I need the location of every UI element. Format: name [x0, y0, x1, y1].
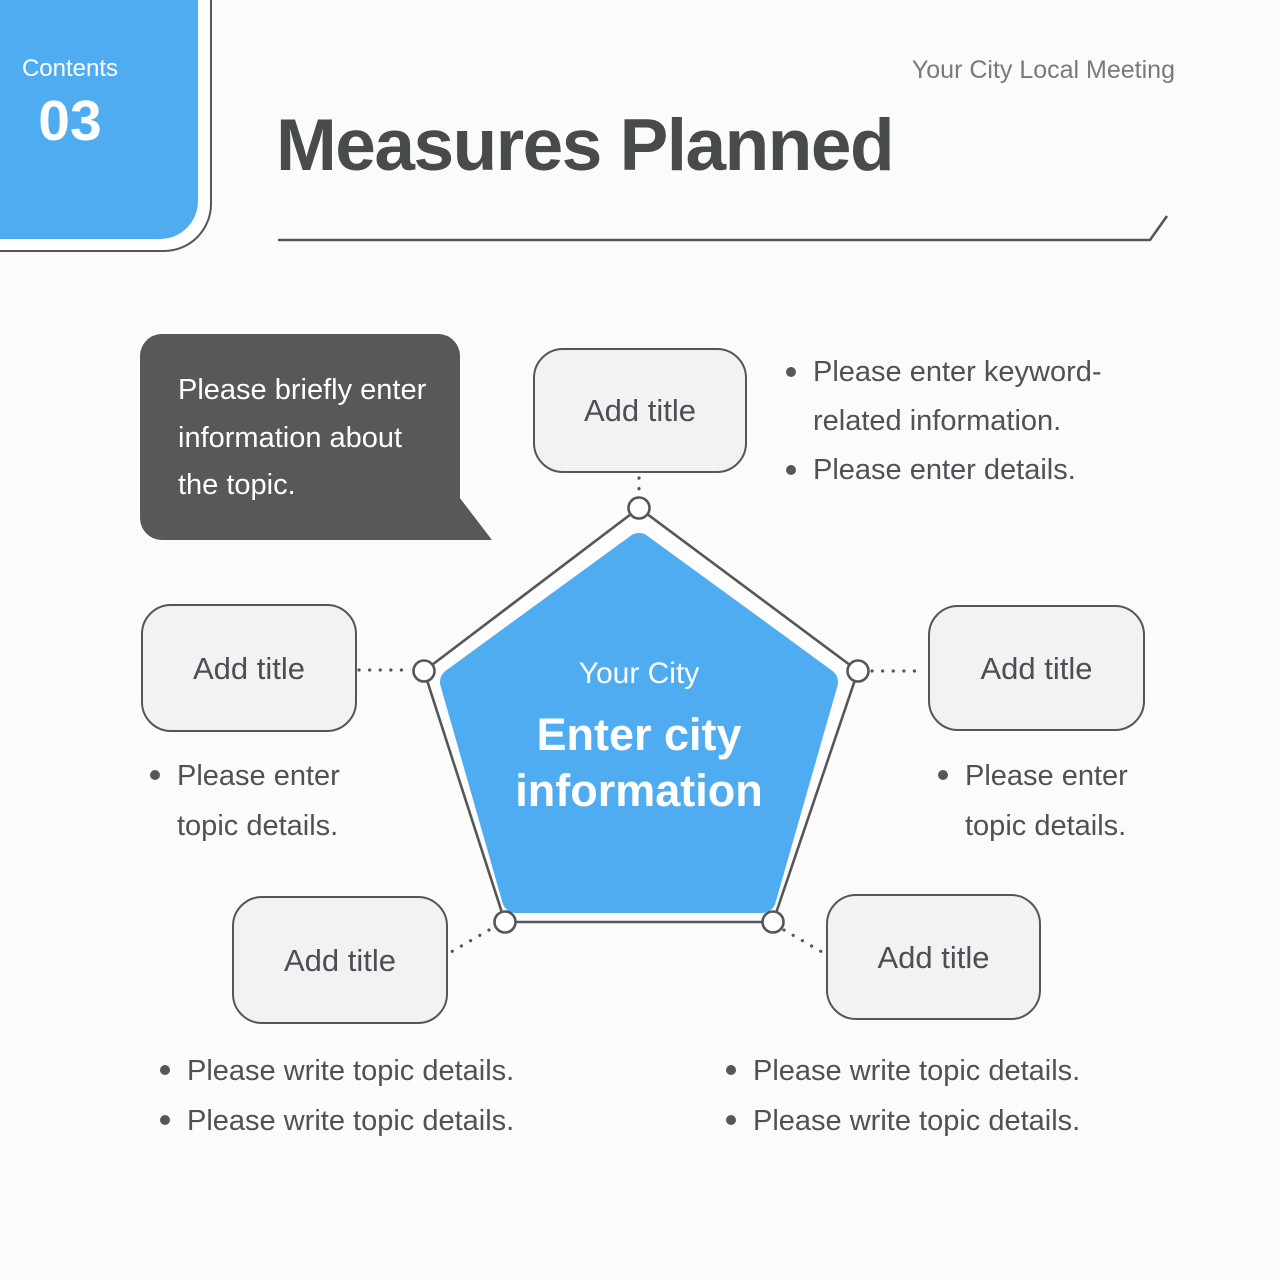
bullet-text: Please enter details.	[813, 454, 1076, 486]
vertex-dot-right	[846, 659, 870, 683]
bullet-item: Please write topic details.	[160, 1096, 607, 1146]
bullet-dot	[150, 770, 160, 780]
connector-bottom-left	[449, 928, 491, 954]
bullet-text: Please write topic details.	[753, 1105, 1081, 1137]
bullet-dot	[786, 465, 796, 475]
bullet-item: Please enter topic details.	[938, 751, 1155, 851]
title-underline	[278, 215, 1169, 242]
vertex-dot-top	[627, 496, 651, 520]
bullet-item: Please write topic details.	[726, 1096, 1173, 1146]
node-box-top: Add title	[533, 348, 747, 473]
bullet-dot	[726, 1065, 736, 1075]
bullet-dot	[726, 1115, 736, 1125]
vertex-dot-bottom-left	[493, 910, 517, 934]
bullet-dot	[160, 1115, 170, 1125]
bullet-list-right: Please enter topic details.	[938, 751, 1155, 851]
connector-bottom-right	[782, 928, 824, 954]
contents-badge: Contents 03	[0, 0, 198, 239]
page-title: Measures Planned	[276, 105, 895, 186]
bullet-text: Please enter keyword-related information…	[813, 356, 1102, 437]
node-box-right: Add title	[928, 605, 1145, 731]
speech-bubble: Please briefly enter information about t…	[140, 334, 460, 540]
bullet-dot	[160, 1065, 170, 1075]
bullet-item: Please write topic details.	[726, 1046, 1173, 1096]
contents-badge-number: 03	[38, 89, 102, 153]
bullet-item: Please write topic details.	[160, 1046, 607, 1096]
bullet-list-bottom-left: Please write topic details. Please write…	[160, 1046, 607, 1146]
node-title: Add title	[192, 650, 305, 686]
bullet-text: Please write topic details.	[187, 1055, 515, 1087]
bullet-list-top-right: Please enter keyword-related information…	[786, 348, 1148, 495]
vertex-dot-left	[412, 659, 436, 683]
node-box-bottom-right: Add title	[826, 894, 1041, 1020]
bullet-dot	[786, 367, 796, 377]
node-box-bottom-left: Add title	[232, 896, 448, 1024]
speech-bubble-text: Please briefly enter information about t…	[178, 374, 427, 501]
bullet-list-bottom-right: Please write topic details. Please write…	[726, 1046, 1173, 1146]
node-title: Add title	[877, 939, 990, 975]
node-box-left: Add title	[141, 604, 357, 732]
pentagon-shape	[440, 533, 838, 913]
node-title: Add title	[283, 942, 396, 978]
slide-meta-text: Your City Local Meeting	[911, 56, 1175, 84]
bullet-dot	[938, 770, 948, 780]
contents-badge-label: Contents	[21, 55, 119, 82]
bullet-text: Please enter topic details.	[965, 760, 1128, 842]
node-title: Add title	[583, 393, 696, 428]
bullet-text: Please enter topic details.	[177, 760, 340, 842]
bullet-text: Please write topic details.	[187, 1105, 515, 1137]
pentagon-label: Your City	[578, 657, 700, 690]
bullet-item: Please enter keyword-related information…	[786, 348, 1148, 446]
vertex-dot-bottom-right	[761, 910, 785, 934]
bullet-list-left: Please enter topic details.	[150, 751, 367, 851]
pentagon-center-text: Your City Enter city information	[439, 657, 839, 819]
pentagon-title: Enter city information	[515, 709, 763, 816]
bullet-text: Please write topic details.	[753, 1055, 1081, 1087]
bullet-item: Please enter topic details.	[150, 751, 367, 851]
node-title: Add title	[980, 650, 1093, 686]
bullet-item: Please enter details.	[786, 446, 1148, 495]
speech-bubble-tail	[428, 489, 492, 540]
